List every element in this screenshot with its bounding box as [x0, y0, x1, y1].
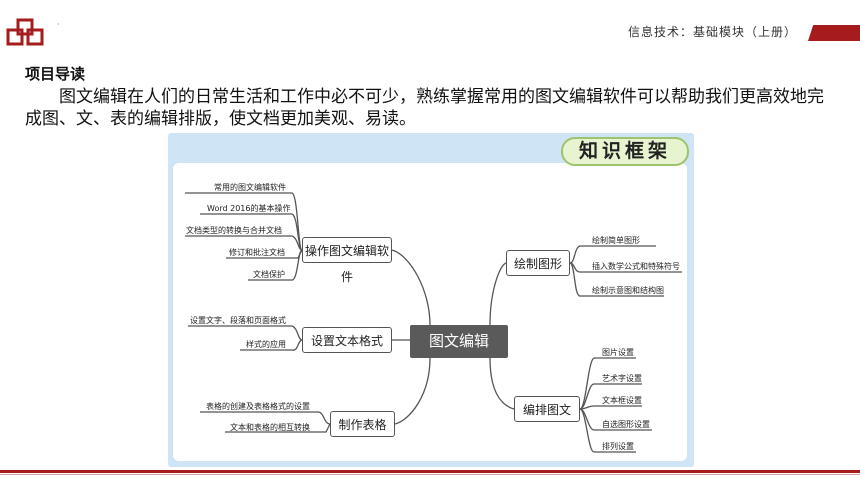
- leaf-format-1: 设置文字、段落和页面格式: [190, 316, 286, 325]
- leaf-operate-3: 文档类型的转换与合并文档: [186, 226, 282, 235]
- mindmap-center-node: 图文编辑: [410, 325, 508, 358]
- leaf-layout-3: 文本框设置: [602, 396, 642, 405]
- mindmap-panel: [168, 133, 694, 467]
- mindmap-banner: 知识框架: [561, 137, 689, 166]
- branch-table: 制作表格: [330, 411, 395, 437]
- leaf-format-2: 样式的应用: [246, 340, 286, 349]
- branch-operate: 操作图文编辑软件: [302, 237, 392, 284]
- header-dot: ·: [57, 20, 60, 29]
- footer-accent-line: [0, 470, 860, 473]
- leaf-table-2: 文本和表格的相互转换: [230, 423, 310, 432]
- footer-accent-line-thin: [0, 474, 860, 475]
- leaf-operate-5: 文档保护: [253, 270, 285, 279]
- leaf-operate-4: 修订和批注文档: [229, 248, 285, 257]
- leaf-draw-3: 绘制示意图和结构图: [592, 286, 664, 295]
- leaf-layout-5: 排列设置: [602, 442, 634, 451]
- mindmap-canvas: [173, 163, 687, 461]
- leaf-draw-2: 插入数学公式和特殊符号: [592, 262, 680, 271]
- leaf-draw-1: 绘制简单图形: [592, 236, 640, 245]
- leaf-operate-1: 常用的图文编辑软件: [214, 183, 286, 192]
- leaf-layout-4: 自选图形设置: [602, 420, 650, 429]
- leaf-operate-2: Word 2016的基本操作: [207, 204, 291, 213]
- leaf-layout-2: 艺术字设置: [602, 374, 642, 383]
- leaf-layout-1: 图片设置: [602, 348, 634, 357]
- header-accent-bar: [808, 25, 860, 41]
- header-subject: 信息技术：基础模块（上册）: [628, 25, 798, 39]
- branch-draw: 绘制图形: [506, 250, 570, 276]
- branch-layout: 编排图文: [514, 396, 580, 422]
- branch-format: 设置文本格式: [302, 327, 392, 353]
- logo-icon: [6, 18, 44, 46]
- leaf-table-1: 表格的创建及表格格式的设置: [206, 402, 310, 411]
- section-title: 项目导读: [25, 65, 86, 83]
- section-intro: 图文编辑在人们的日常生活和工作中必不可少，熟练掌握常用的图文编辑软件可以帮助我们…: [25, 87, 824, 129]
